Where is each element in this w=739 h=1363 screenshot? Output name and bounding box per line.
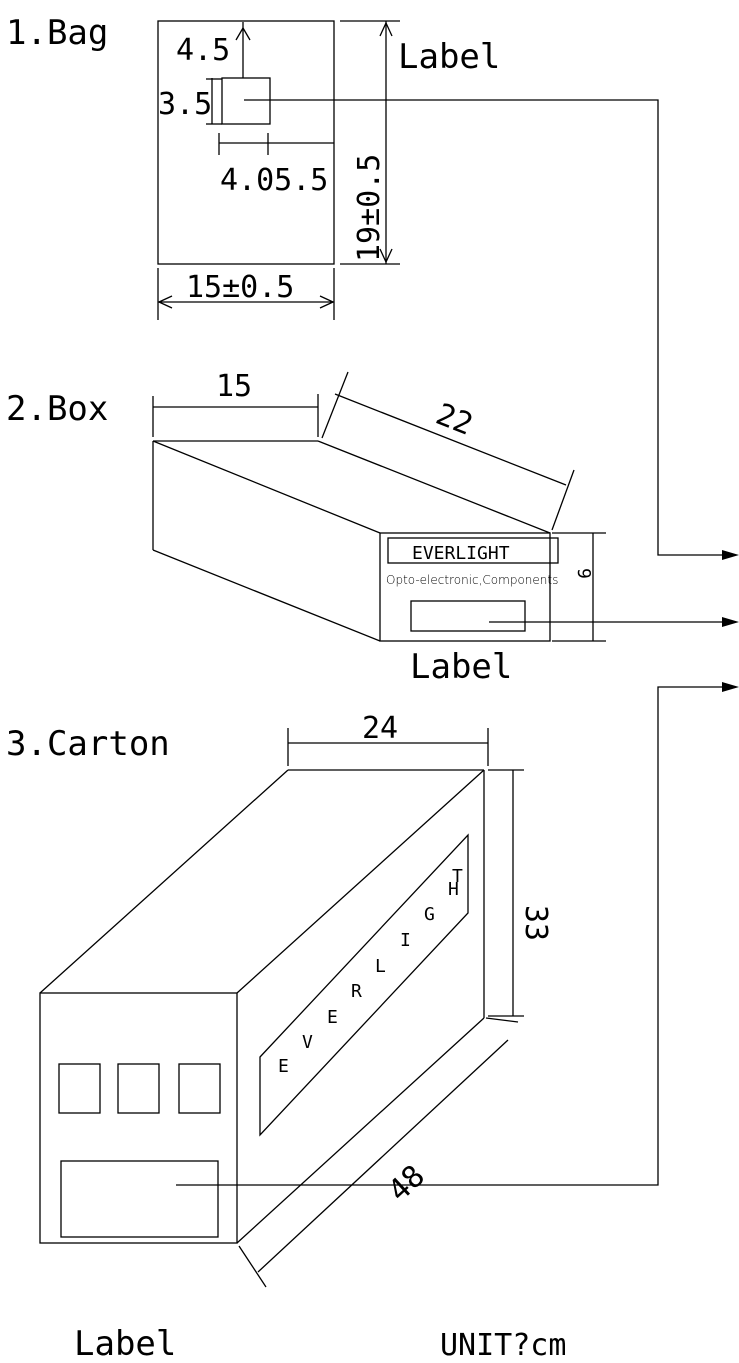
bag-dim-height: 19±0.5 bbox=[352, 154, 387, 262]
box-subtitle: Opto-electronic,Components bbox=[386, 573, 558, 587]
carton-front-face bbox=[39, 992, 238, 1244]
bag-dim-bottom: 4.05.5 bbox=[220, 163, 328, 198]
carton-brand-letter-5: L bbox=[375, 956, 386, 977]
carton-front-box-3 bbox=[178, 1063, 221, 1114]
bag-dim-top: 4.5 bbox=[176, 33, 230, 68]
box-label-arrow-icon bbox=[722, 617, 739, 627]
carton-brand-letter-1: E bbox=[278, 1056, 289, 1077]
box-dim-length-line bbox=[334, 393, 567, 486]
box-brand: EVERLIGHT bbox=[412, 543, 510, 564]
carton-brand-panel bbox=[259, 833, 469, 1137]
carton-label-text: Label bbox=[74, 1324, 176, 1363]
box-title: 2.Box bbox=[6, 389, 108, 429]
carton-label-arrow-icon bbox=[722, 682, 739, 692]
bag-label-arrow-icon bbox=[722, 550, 739, 560]
bag-label-leader bbox=[244, 99, 729, 556]
carton-dim-length-line bbox=[257, 1039, 509, 1273]
carton-dim-length: 48 bbox=[382, 1159, 432, 1209]
carton-dim-height: 33 bbox=[518, 905, 553, 941]
carton-brand-letter-4: R bbox=[351, 981, 362, 1002]
bag-title: 1.Bag bbox=[6, 13, 108, 53]
carton-label-area bbox=[60, 1160, 219, 1238]
box-dim-length: 22 bbox=[431, 397, 477, 443]
box-label-area bbox=[410, 600, 526, 632]
carton-brand-letter-2: V bbox=[302, 1032, 313, 1053]
carton-brand-letter-7: G bbox=[424, 904, 435, 925]
carton-label-leader bbox=[176, 686, 729, 1186]
box-dim-height: 9 bbox=[573, 568, 594, 579]
carton-section: 3.Carton E V E R L I G H T 24 33 bbox=[6, 711, 566, 1363]
carton-dim-width: 24 bbox=[362, 711, 398, 746]
carton-brand-letter-9: T bbox=[452, 866, 463, 887]
bag-section: 1.Bag Label 4.5 3.5 4.05.5 19±0.5 bbox=[6, 13, 500, 320]
carton-front-box-1 bbox=[58, 1063, 101, 1114]
carton-brand-letter-3: E bbox=[327, 1007, 338, 1028]
bag-dim-left: 3.5 bbox=[158, 87, 212, 122]
carton-brand-letter-6: I bbox=[400, 930, 411, 951]
box-dim-width: 15 bbox=[216, 369, 252, 404]
bag-label-area bbox=[221, 77, 271, 125]
box-label-text: Label bbox=[410, 647, 512, 687]
carton-title: 3.Carton bbox=[6, 724, 170, 764]
bag-label-text: Label bbox=[398, 37, 500, 77]
bag-dim-width: 15±0.5 bbox=[186, 270, 294, 305]
carton-front-box-2 bbox=[117, 1063, 160, 1114]
unit-note: UNIT?cm bbox=[440, 1328, 566, 1363]
box-section: 2.Box 15 22 9 EVERLIGHT Opto-electronic,… bbox=[6, 369, 606, 687]
box-brand-frame bbox=[387, 537, 559, 564]
carton-brand-letter-8: H bbox=[448, 879, 459, 900]
box-end-face bbox=[379, 532, 551, 642]
label-leader-lines bbox=[176, 99, 739, 1186]
